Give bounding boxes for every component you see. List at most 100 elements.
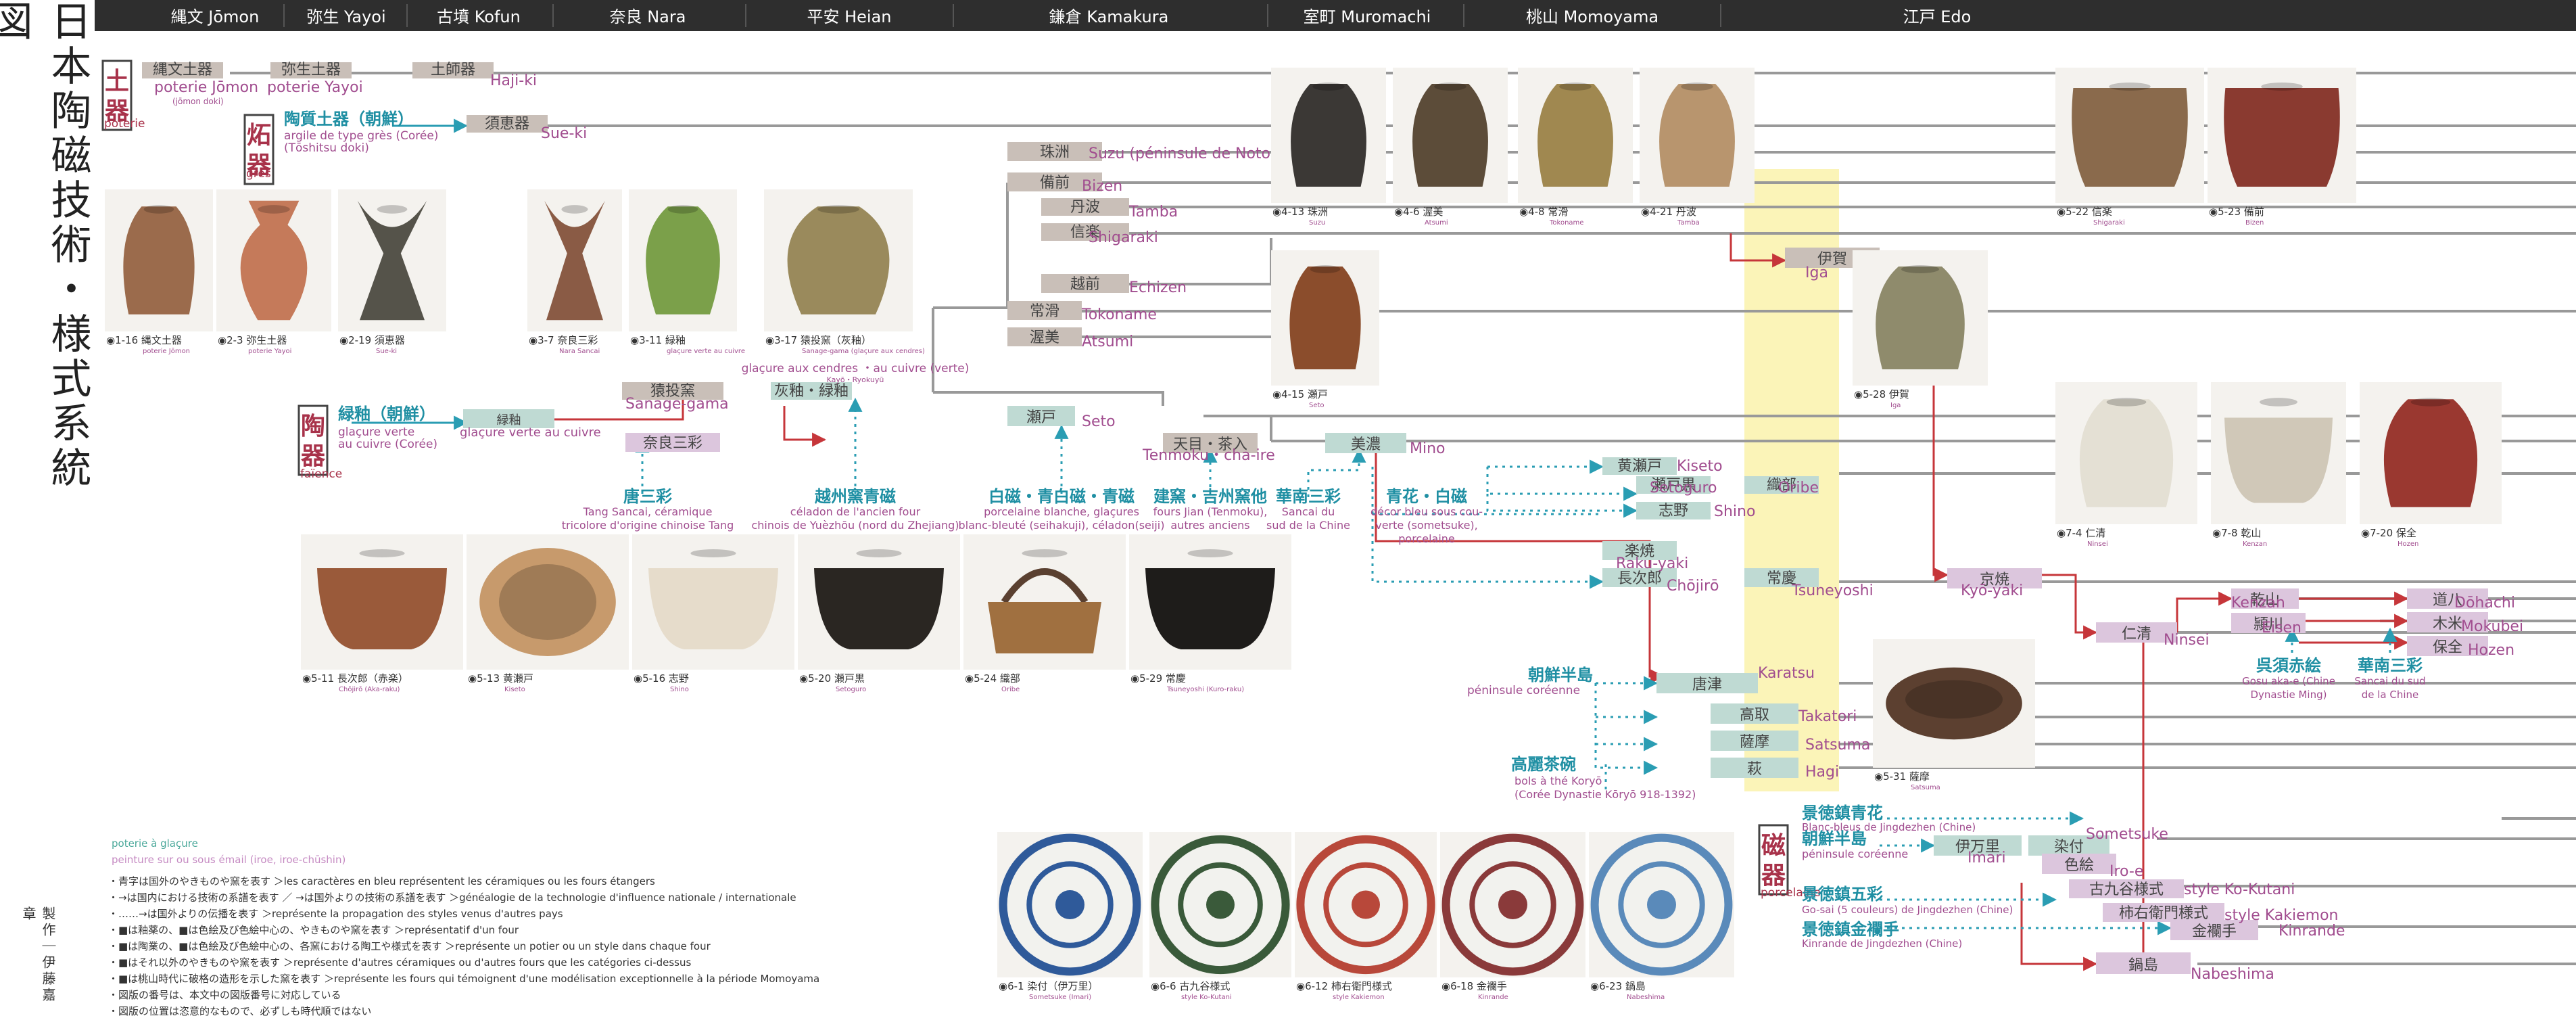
influence-5-jp: 建窯・吉州窯他	[1153, 486, 1267, 506]
kiln-box-42-jp: 金襴手	[2192, 923, 2237, 940]
kiln-box-29-fr: Iga	[1805, 264, 1828, 281]
kiln-box-28	[1711, 758, 1798, 778]
photo-8-caption-fr: Tokoname	[1549, 219, 1583, 227]
period-label-1: 弥生 Yayoi	[306, 7, 385, 26]
kiln-box-5-fr: Bizen	[1082, 178, 1122, 195]
influence-0-fr2: (Tōshitsu doki)	[284, 141, 369, 155]
pottery-mouth	[1559, 83, 1592, 91]
photo-13-caption: ◉5-23 備前	[2209, 206, 2264, 218]
kiln-box-38-fr: Sometsuke	[2086, 826, 2168, 843]
photo-15-caption-fr: Kenzan	[2243, 540, 2267, 548]
section-bracket-sekki	[243, 114, 275, 185]
influence-11-fr2: de la Chine	[2362, 689, 2419, 701]
photo-3-caption-fr: Nara Sancai	[559, 348, 600, 355]
pottery-well	[1905, 680, 2003, 719]
influence-6-fr2: sud de la Chine	[1266, 519, 1350, 532]
influence-12-fr1: Blanc-bleus de Jingdezhen (Chine)	[1802, 821, 1976, 833]
section-sekki-jp: 器	[247, 151, 272, 179]
lineage-iga	[1730, 233, 1787, 268]
kiln-box-41-fr: style Kakiemon	[2224, 907, 2339, 924]
section-doki-jp: 土	[105, 67, 129, 95]
photo-10-caption: ◉4-15 瀬戸	[1272, 388, 1328, 400]
photo-28-caption: ◉6-23 鍋島	[1590, 980, 1646, 992]
kiln-box-0-sub: (jōmon doki)	[172, 97, 224, 106]
lineage-kenzan	[2176, 591, 2233, 632]
photo-18-caption-fr: Kiseto	[504, 686, 525, 693]
photo-16-caption-fr: Hozen	[2398, 540, 2418, 548]
pottery-mouth	[1434, 83, 1466, 91]
kiln-box-17	[1325, 433, 1406, 453]
photo-19-caption-fr: Shino	[670, 686, 689, 693]
photo-25-caption: ◉6-6 古九谷様式	[1151, 980, 1230, 992]
kiln-box-15-jp: 瀬戸	[1026, 409, 1056, 426]
kiln-box-24-fr: Tsuneyoshi	[1791, 582, 1874, 599]
kiln-box-3-fr: Sue-ki	[541, 125, 587, 142]
photo-25-caption-fr: style Ko-Kutani	[1181, 994, 1232, 1001]
kiln-box-4-jp: 珠洲	[1040, 144, 1070, 161]
kiln-box-43-fr: Nabeshima	[2191, 966, 2274, 983]
influence-10-fr2: Dynastie Ming)	[2251, 689, 2327, 701]
influence-10-jp: 呉須赤絵	[2256, 655, 2321, 675]
kiln-box-25	[1656, 673, 1758, 693]
kiln-box-15	[1007, 406, 1075, 426]
kiln-box-25-fr: Karatsu	[1758, 665, 1815, 682]
kiln-box-23-fr: Chōjirō	[1667, 578, 1719, 595]
kiln-box-17-fr: Mino	[1410, 440, 1446, 457]
influence-14-fr1: Go-sai (5 couleurs) de Jingdezhen (Chine…	[1802, 904, 2013, 916]
photo-6-caption: ◉4-13 珠洲	[1272, 206, 1328, 218]
legend-line-3: ・■は釉薬の、■は色絵及び色絵中心の、やきものや窯を表す ＞représenta…	[108, 924, 519, 936]
influence-8-jp: 朝鮮半島	[1528, 665, 1593, 685]
kiln-box-18-jp: 黄瀬戸	[1617, 458, 1662, 475]
pottery-mouth	[143, 205, 174, 214]
kiln-box-3-jp: 須恵器	[485, 116, 529, 133]
glaze-ash-label: glaçure aux cendres ・au cuivre (verte)	[742, 362, 970, 375]
kiln-box-43-jp: 鍋島	[2128, 957, 2158, 974]
kiln-box-37-fr: Imari	[1967, 850, 2006, 866]
influence-9-fr1: bols à thé Koryō	[1514, 774, 1602, 787]
pottery-shape	[240, 200, 308, 321]
kiln-box-19-fr: Setoguro	[1650, 480, 1717, 496]
kiln-box-38-jp: 染付	[2054, 839, 2084, 856]
influence-9-jp: 高麗茶碗	[1511, 754, 1576, 774]
influence-9-fr2: (Corée Dynastie Kōryō 918-1392)	[1514, 788, 1696, 801]
influence-11-fr1: Sancai du sud	[2354, 675, 2425, 687]
kiln-box-33	[2231, 613, 2306, 633]
photo-2-caption-fr: Sue-ki	[376, 348, 397, 355]
pottery-shape	[1289, 267, 1361, 369]
period-label-3: 奈良 Nara	[610, 7, 686, 26]
kiln-box-8-fr: Echizen	[1129, 279, 1187, 296]
kiln-box-17-jp: 美濃	[1351, 436, 1381, 453]
kiln-box-2-jp: 土師器	[431, 62, 475, 78]
pottery-mouth	[690, 549, 736, 557]
pottery-mouth	[667, 205, 698, 214]
kiln-box-7	[1041, 223, 1129, 241]
photo-17-caption-fr: Chōjirō (Aka-raku)	[339, 686, 400, 693]
momoyama-highlight-band-top	[1744, 169, 1839, 200]
plate-center	[1352, 890, 1380, 919]
pottery-shape	[2072, 88, 2188, 187]
kiln-box-37-jp: 伊万里	[1955, 839, 2000, 856]
influence-4-jp: 白磁・青白磁・青磁	[988, 486, 1135, 506]
kiln-box-0-fr: poterie Jōmon	[154, 79, 258, 96]
plate-center	[1498, 890, 1527, 919]
photo-13-caption-fr: Bizen	[2245, 219, 2264, 227]
kiln-box-20-fr: Shino	[1714, 503, 1755, 520]
kiln-box-22-fr: Raku-yaki	[1616, 555, 1688, 572]
pottery-mouth	[561, 205, 588, 214]
kiln-box-32-jp: 乾山	[2250, 592, 2280, 609]
kiln-box-36	[2407, 636, 2488, 656]
legend-line-5: ・■はそれ以外のやきものや窯を表す ＞représente d'autres c…	[108, 956, 692, 969]
section-doki-jp: 器	[105, 97, 130, 125]
kiln-box-19-jp: 瀬戸黒	[1651, 477, 1696, 494]
kiln-box-23	[1602, 568, 1677, 587]
basket-handle	[1001, 568, 1089, 604]
photo-18-caption: ◉5-13 黄瀬戸	[468, 672, 533, 685]
kiln-box-40-jp: 古九谷様式	[2089, 881, 2164, 898]
kiln-box-26-fr: Takatori	[1798, 708, 1857, 725]
pottery-shape	[2224, 417, 2333, 503]
pottery-mouth	[1901, 265, 1939, 273]
